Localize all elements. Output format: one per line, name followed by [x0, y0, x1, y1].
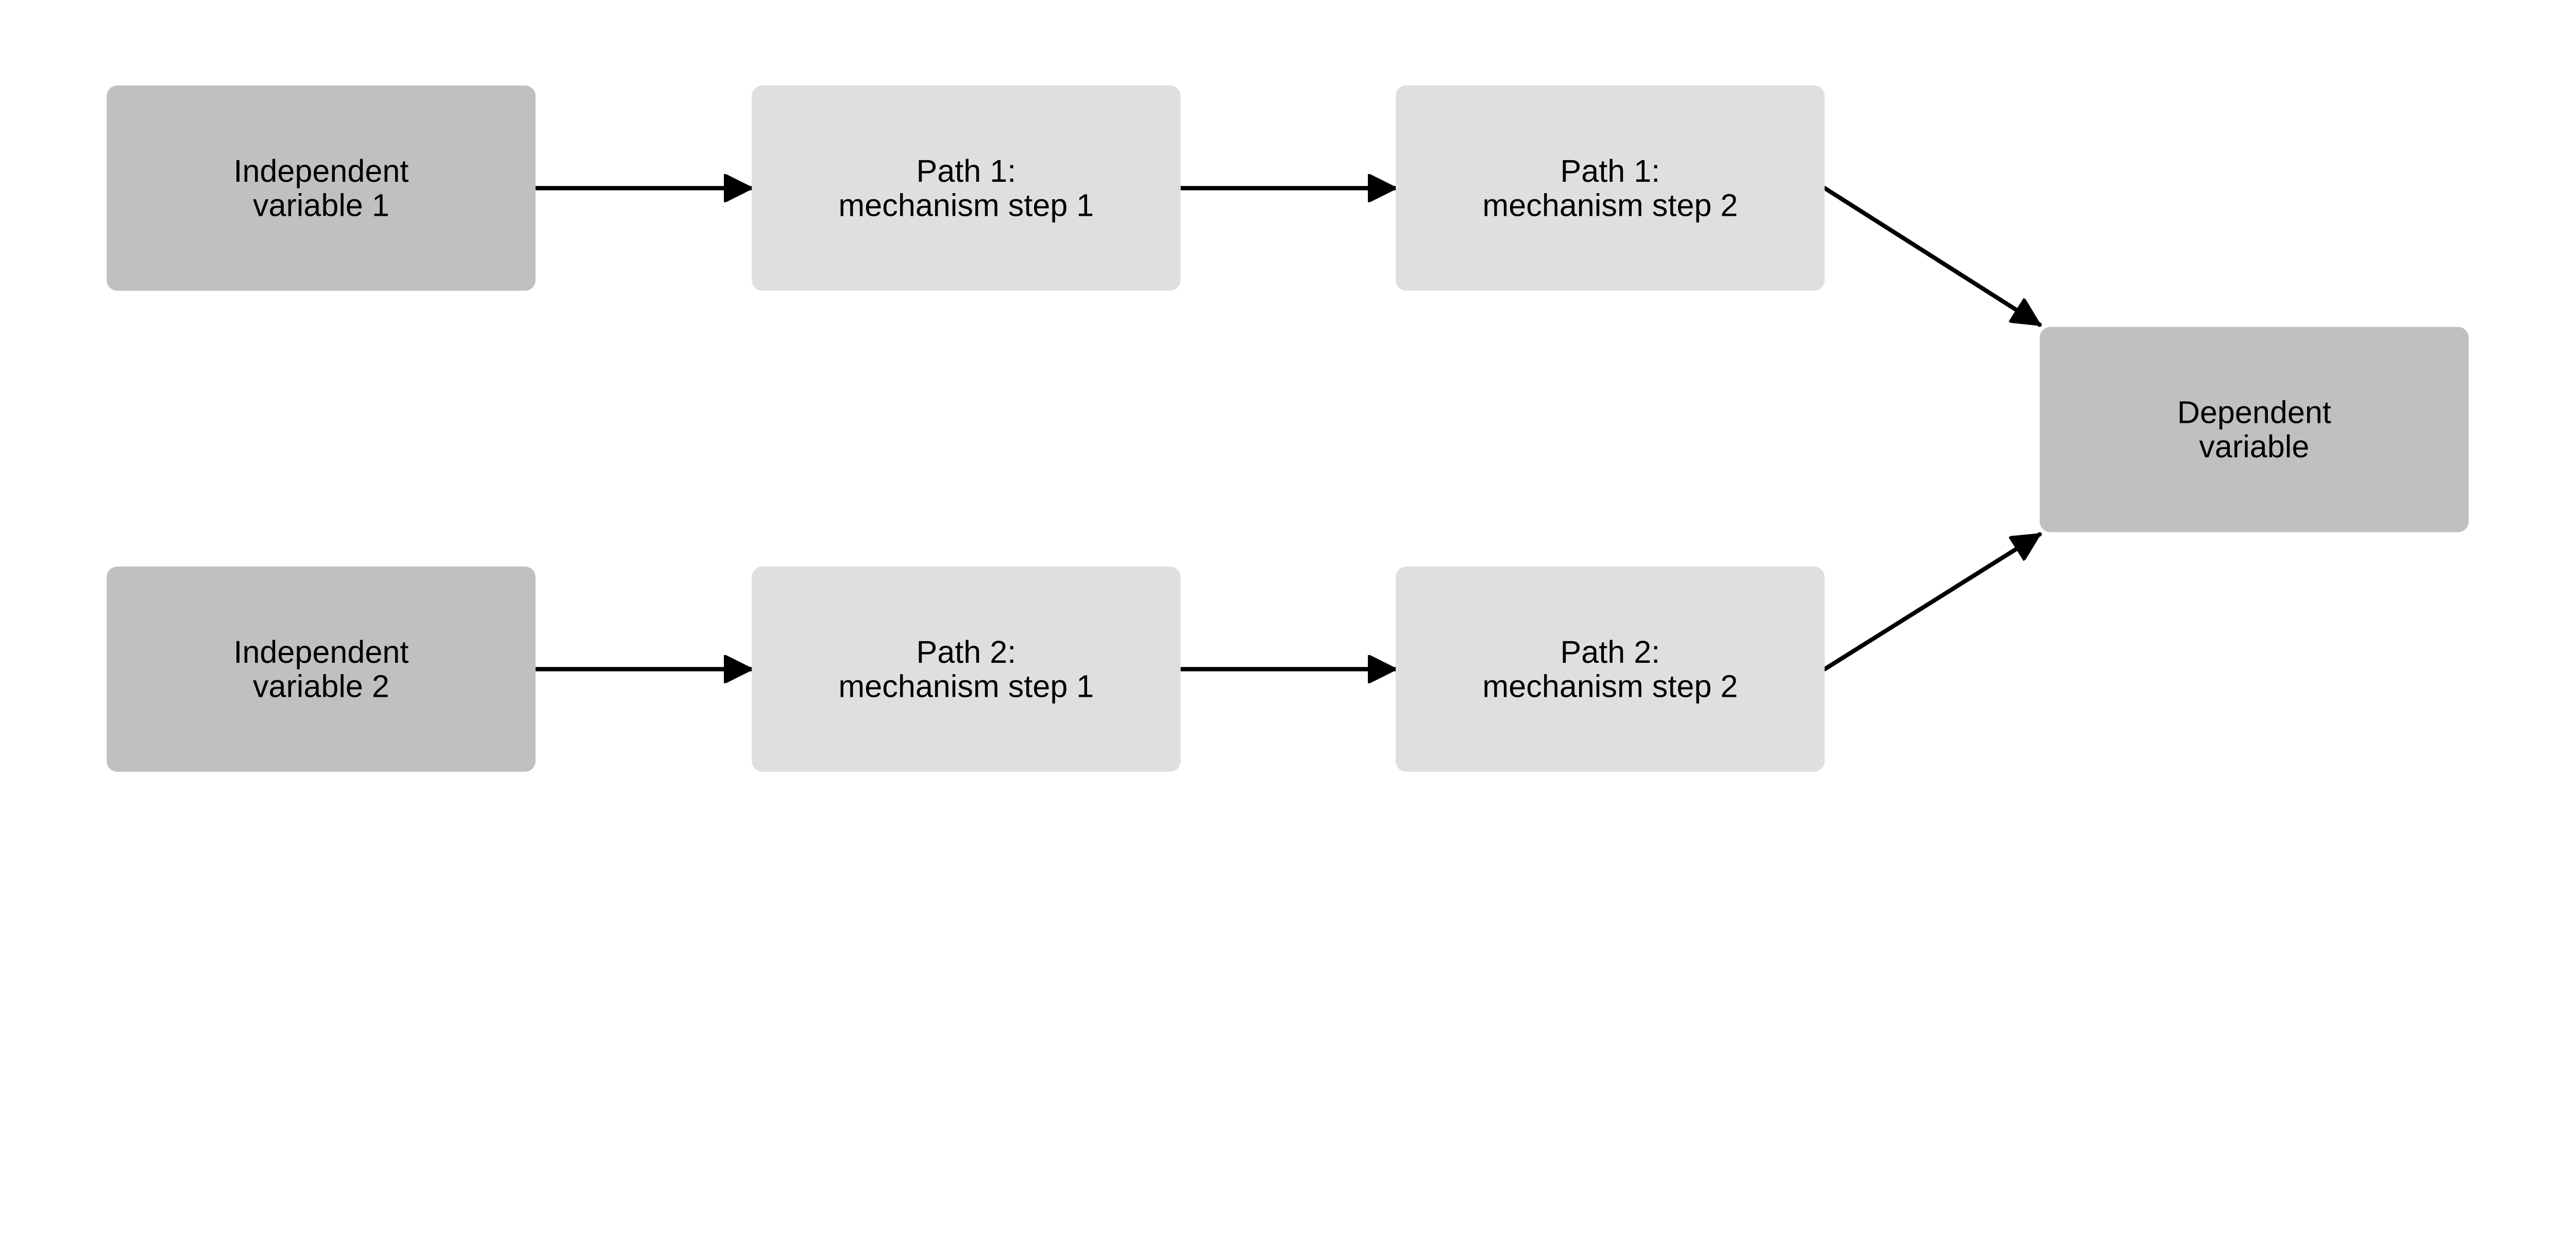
node-label-line: mechanism step 2	[1482, 668, 1738, 703]
node-label-line: Independent	[233, 153, 409, 188]
node-label-line: variable	[2199, 429, 2309, 464]
node-box	[752, 85, 1181, 291]
arrow-p2s2-to-dv	[1822, 532, 2042, 672]
node-label-line: Independent	[233, 634, 409, 670]
node-label: Path 2:mechanism step 2	[1482, 634, 1738, 704]
node-label-line: Dependent	[2177, 395, 2331, 430]
node-label-line: Path 1:	[917, 153, 1016, 188]
node-box	[752, 566, 1181, 772]
node-box	[1396, 85, 1825, 291]
node-box	[1396, 566, 1825, 772]
node-box	[106, 85, 536, 291]
node-label: Path 1:mechanism step 2	[1482, 153, 1738, 223]
node-label-line: variable 1	[253, 187, 389, 222]
node-label-line: mechanism step 1	[838, 668, 1094, 703]
node-label-line: Path 1:	[1561, 153, 1660, 188]
node-box	[106, 566, 536, 772]
node-p1s1: Path 1:mechanism step 1	[752, 85, 1181, 291]
node-p2s1: Path 2:mechanism step 1	[752, 566, 1181, 772]
node-label-line: Path 2:	[917, 634, 1016, 670]
node-box	[2040, 327, 2469, 533]
node-label-line: variable 2	[253, 668, 389, 703]
arrow-p1s2-to-dv	[1822, 186, 2042, 327]
node-label: Path 2:mechanism step 1	[838, 634, 1094, 704]
node-label: Path 1:mechanism step 1	[838, 153, 1094, 223]
node-p1s2: Path 1:mechanism step 2	[1396, 85, 1825, 291]
node-label-line: mechanism step 2	[1482, 187, 1738, 222]
edges	[533, 186, 2042, 672]
node-label-line: Path 2:	[1561, 634, 1660, 670]
node-label-line: mechanism step 1	[838, 187, 1094, 222]
node-p2s2: Path 2:mechanism step 2	[1396, 566, 1825, 772]
